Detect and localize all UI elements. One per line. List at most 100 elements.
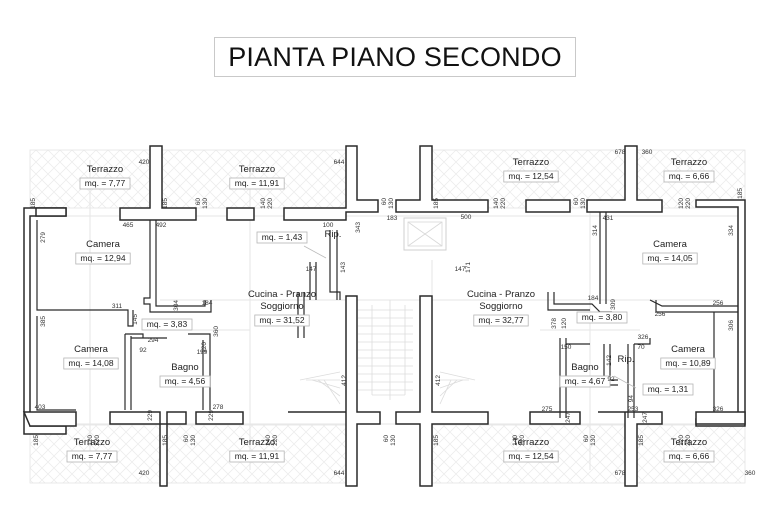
- dimension-value: 314: [592, 225, 599, 236]
- dimension-label: 120: [561, 318, 568, 329]
- dimension-value: 360: [642, 149, 653, 156]
- dimension-value: 220: [272, 435, 279, 446]
- dimension-value: 247: [642, 412, 649, 423]
- dimension-value: 185: [162, 435, 169, 446]
- wall: [195, 411, 244, 425]
- area-value: mq. = 7,77: [85, 178, 126, 188]
- partition: [547, 292, 590, 311]
- partition: [553, 292, 612, 313]
- room-name: Terrazzo: [239, 164, 275, 175]
- room-label-disimpegno-e: mq. = 3,80: [576, 311, 628, 324]
- stair-winder: [439, 379, 452, 405]
- dimension-label: 378: [551, 318, 558, 329]
- room-name: Terrazzo: [513, 157, 549, 168]
- dimension-value: 412: [435, 375, 442, 386]
- area-box: [75, 252, 131, 265]
- dimension-value: 326: [713, 406, 724, 413]
- dimension-value: 140: [260, 198, 267, 209]
- dimension-label: 431: [603, 215, 614, 222]
- dimension-label: 199: [197, 349, 208, 356]
- wall: [283, 145, 379, 221]
- dimension-label: 147: [306, 266, 317, 273]
- wall: [35, 207, 67, 217]
- dimension-value: 500: [461, 214, 472, 221]
- area-box: [159, 375, 211, 388]
- dimension-value: 492: [156, 222, 167, 229]
- dimension-value: 294: [148, 337, 159, 344]
- dimension-label: 412: [341, 375, 348, 386]
- stair-winder: [439, 371, 476, 381]
- area-value: mq. = 11,91: [235, 178, 280, 188]
- room-name: Rip.: [618, 354, 635, 365]
- dimension-label: 185: [638, 435, 645, 446]
- dimension-value: 150: [561, 344, 572, 351]
- dimension-label: 184: [202, 300, 213, 307]
- dimension-value: 229: [208, 410, 215, 421]
- area-box: [63, 357, 119, 370]
- dimension-label: 403: [35, 404, 46, 411]
- room-name: Rip.: [325, 229, 342, 240]
- area-box: [576, 311, 628, 324]
- area-box: [663, 450, 715, 463]
- dimension-label: 185: [162, 435, 169, 446]
- dimension-label: 247: [565, 412, 572, 423]
- area-box: [642, 383, 694, 396]
- dimension-value: 644: [334, 470, 345, 477]
- dimension-label: 171: [465, 262, 472, 273]
- dimension-value: 120: [678, 435, 685, 446]
- dimension-value: 644: [334, 159, 345, 166]
- room-name: Terrazzo: [74, 437, 110, 448]
- area-value: mq. = 12,54: [508, 451, 553, 461]
- room-name-line2: Soggiorno: [260, 301, 303, 312]
- dimension-value: 60: [573, 198, 580, 206]
- dimension-label: 184: [588, 295, 599, 302]
- dimension-value: 220: [500, 198, 507, 209]
- wall: [119, 145, 197, 221]
- dimension-value: 220: [267, 198, 274, 209]
- dimension-value: 60: [583, 435, 590, 443]
- dimension-value: 185: [433, 198, 440, 209]
- wall: [109, 411, 187, 487]
- dimension-value: 171: [465, 262, 472, 273]
- dimension-value: 147: [455, 266, 466, 273]
- dimension-value: 220: [685, 198, 692, 209]
- plan-title: PIANTA PIANO SECONDO: [228, 41, 562, 72]
- wall: [525, 199, 571, 213]
- dimension-value: 279: [40, 232, 47, 243]
- dimension-value: 247: [565, 412, 572, 423]
- dimension-label: 412: [435, 375, 442, 386]
- area-value: mq. = 1,31: [648, 384, 689, 394]
- dimension-value: 184: [202, 300, 213, 307]
- dimension-label: 150: [561, 344, 572, 351]
- dimension-value: 184: [588, 295, 599, 302]
- dimension-value: 60: [383, 435, 390, 443]
- dimension-value: 130: [388, 198, 395, 209]
- dimension-label: 334: [728, 225, 735, 236]
- dimension-label: 644: [334, 470, 345, 477]
- dimension-value: 130: [390, 435, 397, 446]
- dimension-label: 100: [323, 222, 334, 229]
- dimension-value: 420: [139, 470, 150, 477]
- dimension-label: 360: [642, 149, 653, 156]
- area-box: [503, 170, 559, 183]
- room-name: Terrazzo: [671, 437, 707, 448]
- area-value: mq. = 4,67: [565, 376, 606, 386]
- dimension-value: 220: [519, 435, 526, 446]
- dimension-value: 360: [213, 326, 220, 337]
- room-name: Camera: [653, 239, 688, 250]
- dimension-label: 279: [40, 232, 47, 243]
- area-value: mq. = 6,66: [669, 171, 710, 181]
- stair-winder: [299, 371, 341, 381]
- dimension-value: 130: [590, 435, 597, 446]
- room-name-line2: Soggiorno: [479, 301, 522, 312]
- area-value: mq. = 10,89: [665, 358, 710, 368]
